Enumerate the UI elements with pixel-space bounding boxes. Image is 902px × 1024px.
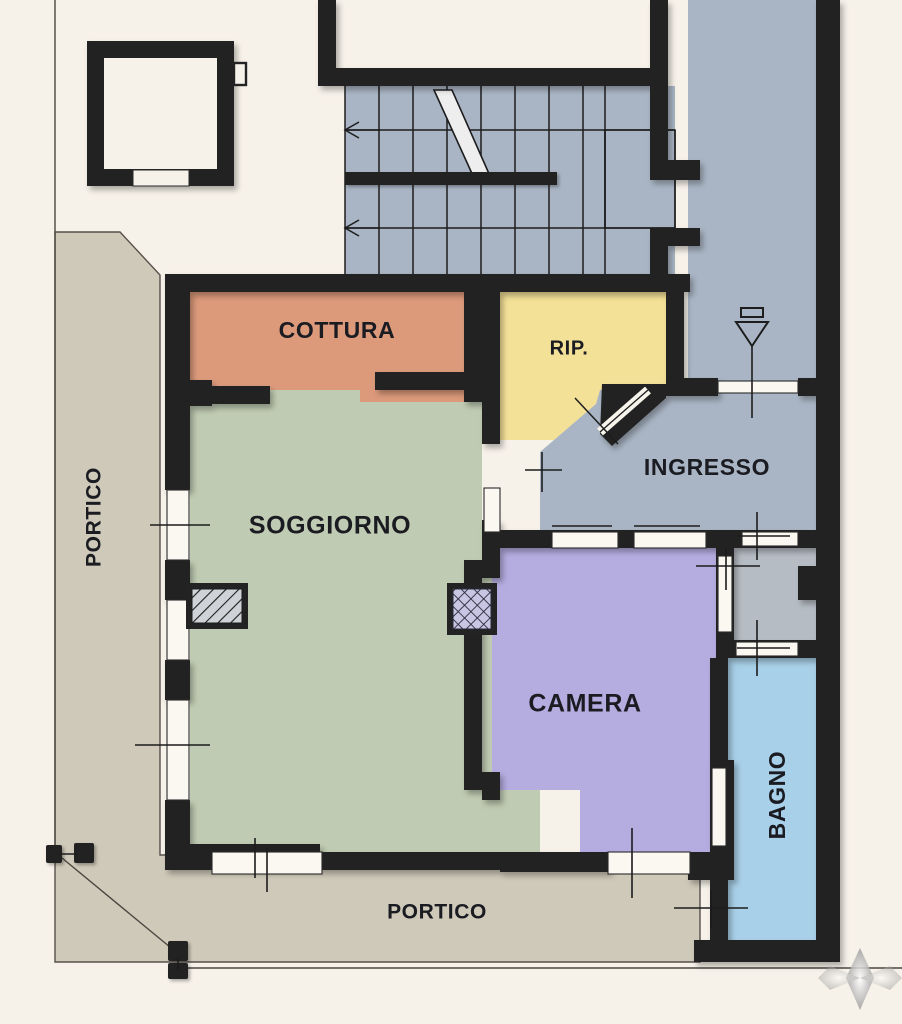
room-label-rip: RIP. — [550, 337, 589, 359]
dimension-ticks — [135, 452, 790, 928]
outdoor-label-portico-bottom: PORTICO — [387, 901, 487, 924]
opening-disimpegno-top — [741, 531, 799, 547]
room-label-soggiorno: SOGGIORNO — [249, 512, 411, 540]
bagno-fill — [728, 655, 816, 955]
staircase — [343, 86, 676, 282]
chimney-camera — [447, 583, 497, 635]
opening-disimpegno-bottom — [735, 641, 799, 657]
hatched-pillar-diagonal — [191, 588, 243, 624]
window-soggiorno-left-2 — [166, 599, 190, 661]
outdoor-label-portico-left: PORTICO — [83, 467, 106, 567]
room-label-cottura: COTTURA — [279, 317, 396, 343]
stair-direction-arrow-lower — [343, 219, 380, 237]
box-room-interior — [104, 58, 217, 169]
window-camera-top-2 — [633, 531, 707, 549]
stair-landing-beam — [345, 172, 557, 185]
door-ingresso-entrance — [717, 380, 799, 394]
box-room-details — [104, 58, 248, 187]
window-camera-bottom — [607, 851, 691, 875]
diamond-sparkle-watermark — [818, 948, 902, 1010]
box-room-side-niche — [232, 61, 248, 87]
rip-door-swing — [574, 386, 651, 445]
door-soggiorno-ingresso — [483, 487, 501, 533]
soggiorno-fill — [190, 402, 540, 852]
box-room-top-left — [87, 41, 234, 186]
door-bagno — [711, 767, 727, 847]
window-camera-top-1 — [551, 531, 619, 549]
room-label-camera: CAMERA — [528, 690, 641, 718]
stair-direction-arrow-upper — [343, 121, 380, 139]
chimney-soggiorno — [186, 583, 248, 629]
box-room-door-opening — [132, 169, 190, 187]
boundary-markers — [46, 843, 188, 979]
room-label-ingresso: INGRESSO — [644, 454, 770, 480]
window-soggiorno-left-3 — [166, 699, 190, 801]
upper-corridor-fill — [688, 0, 816, 381]
door-camera-disimpegno — [717, 555, 733, 633]
direction-triangle-icon — [734, 307, 770, 418]
survey-boundary-lines — [54, 0, 902, 969]
room-label-bagno: BAGNO — [764, 751, 790, 840]
camera-fill — [492, 540, 716, 862]
hatched-pillar-cross — [452, 588, 492, 630]
